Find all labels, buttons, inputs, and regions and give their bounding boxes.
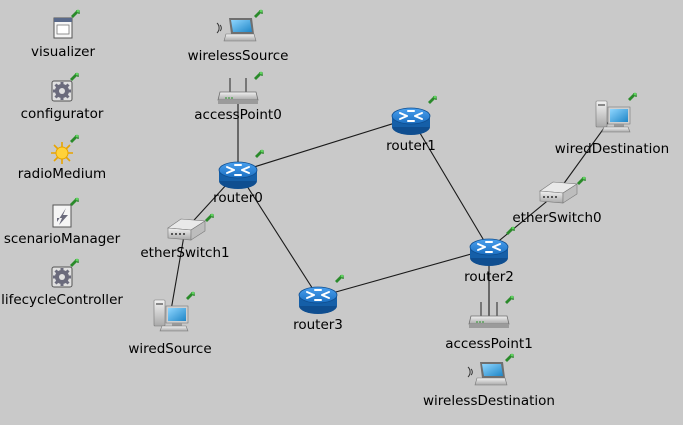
status-badge-icon [253,70,264,81]
status-badge-icon [185,290,196,301]
laptop-icon [216,17,257,42]
visualizer-window-icon [53,17,73,39]
node-label: etherSwitch1 [140,245,229,261]
status-badge-icon [204,212,215,223]
link-router3-router2[interactable] [317,248,490,298]
node-wiredSource[interactable]: wiredSource [128,290,212,357]
router-icon [218,161,258,190]
router-icon [391,107,431,136]
node-accessPoint1[interactable]: accessPoint1 [445,294,533,352]
module-label: scenarioManager [4,231,121,247]
status-badge-icon [254,148,265,159]
module-lifecycleController[interactable]: lifecycleController [1,257,123,308]
link-etherSwitch1-wiredSource[interactable] [169,229,186,317]
status-badge-icon [334,273,345,284]
lifecycle-gear-icon [50,265,74,289]
status-badge-icon [70,8,81,19]
switch-icon [167,218,206,241]
node-label: router2 [464,269,514,285]
router-icon [298,286,338,315]
switch-icon [539,181,578,204]
status-badge-icon [576,175,587,186]
node-label: etherSwitch0 [512,210,601,226]
nodes-layer: wirelessSource accessPoint0 router0 router1… [128,8,669,409]
node-label: wirelessSource [188,48,289,64]
scenario-manager-icon [52,204,72,228]
node-router0[interactable]: router0 [213,148,265,206]
node-router1[interactable]: router1 [386,94,438,154]
status-badge-icon [69,71,80,82]
node-router3[interactable]: router3 [293,273,345,333]
radio-medium-sun-icon [50,141,74,165]
node-label: wiredDestination [555,141,669,157]
configurator-gear-icon [50,79,74,103]
node-label: router1 [386,138,436,154]
node-label: router3 [293,317,343,333]
router-icon [469,238,509,267]
link-router0-router3[interactable] [237,171,319,298]
desktop-pc-icon [595,100,631,133]
access-point-icon [217,77,259,105]
status-badge-icon [69,133,80,144]
module-label: configurator [21,106,104,122]
node-label: wirelessDestination [423,393,555,409]
node-label: wiredSource [128,341,211,357]
status-badge-icon [253,8,264,19]
module-label: visualizer [31,44,95,60]
node-wirelessSource[interactable]: wirelessSource [188,8,289,64]
modules-layer: visualizer configurator radioMedium scenari… [1,8,123,308]
desktop-pc-icon [153,299,189,332]
status-badge-icon [427,94,438,105]
link-router2-etherSwitch0[interactable] [488,192,558,250]
module-visualizer[interactable]: visualizer [31,8,95,60]
link-router0-router1[interactable] [237,117,412,173]
status-badge-icon [627,91,638,102]
link-router1-router2[interactable] [410,117,490,250]
laptop-icon [467,361,508,386]
node-etherSwitch1[interactable]: etherSwitch1 [140,212,230,261]
module-radioMedium[interactable]: radioMedium [18,133,106,182]
node-wiredDestination[interactable]: wiredDestination [555,91,669,157]
node-wirelessDestination[interactable]: wirelessDestination [423,352,555,409]
status-badge-icon [505,225,516,236]
node-label: router0 [213,190,263,206]
status-badge-icon [69,257,80,268]
status-badge-icon [504,352,515,363]
node-accessPoint0[interactable]: accessPoint0 [194,70,282,123]
module-configurator[interactable]: configurator [21,71,104,122]
links-layer [169,96,613,320]
module-label: radioMedium [18,166,106,182]
node-etherSwitch0[interactable]: etherSwitch0 [512,175,602,226]
status-badge-icon [504,294,515,305]
status-badge-icon [69,196,80,207]
module-label: lifecycleController [1,292,123,308]
node-label: accessPoint0 [194,107,282,123]
node-label: accessPoint1 [445,336,533,352]
module-scenarioManager[interactable]: scenarioManager [4,196,121,247]
node-router2[interactable]: router2 [464,225,516,285]
